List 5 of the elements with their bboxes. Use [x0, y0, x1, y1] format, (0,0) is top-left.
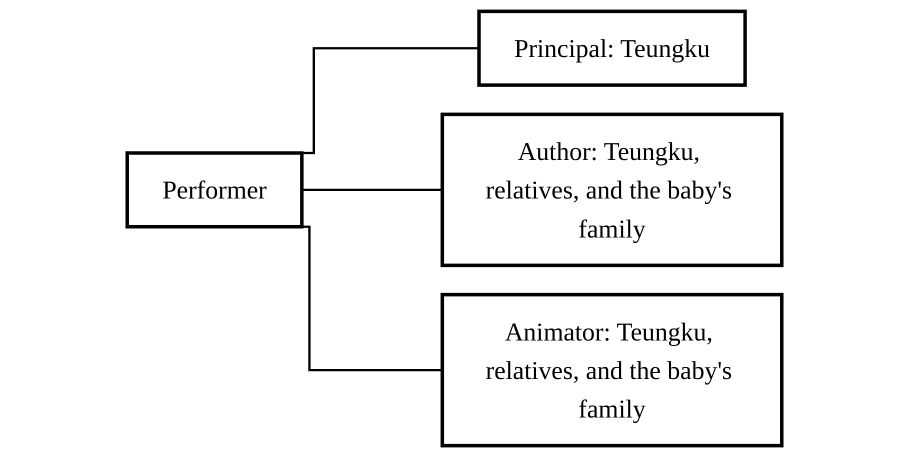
- node-box: Author: Teungku, relatives, and the baby's family: [440, 112, 784, 268]
- connector: [302, 188, 442, 192]
- node-box: Animator: Teungku, relatives, and the baby's family: [440, 292, 784, 448]
- node-box: Performer: [125, 151, 304, 228]
- node-box: Principal: Teungku: [477, 10, 747, 87]
